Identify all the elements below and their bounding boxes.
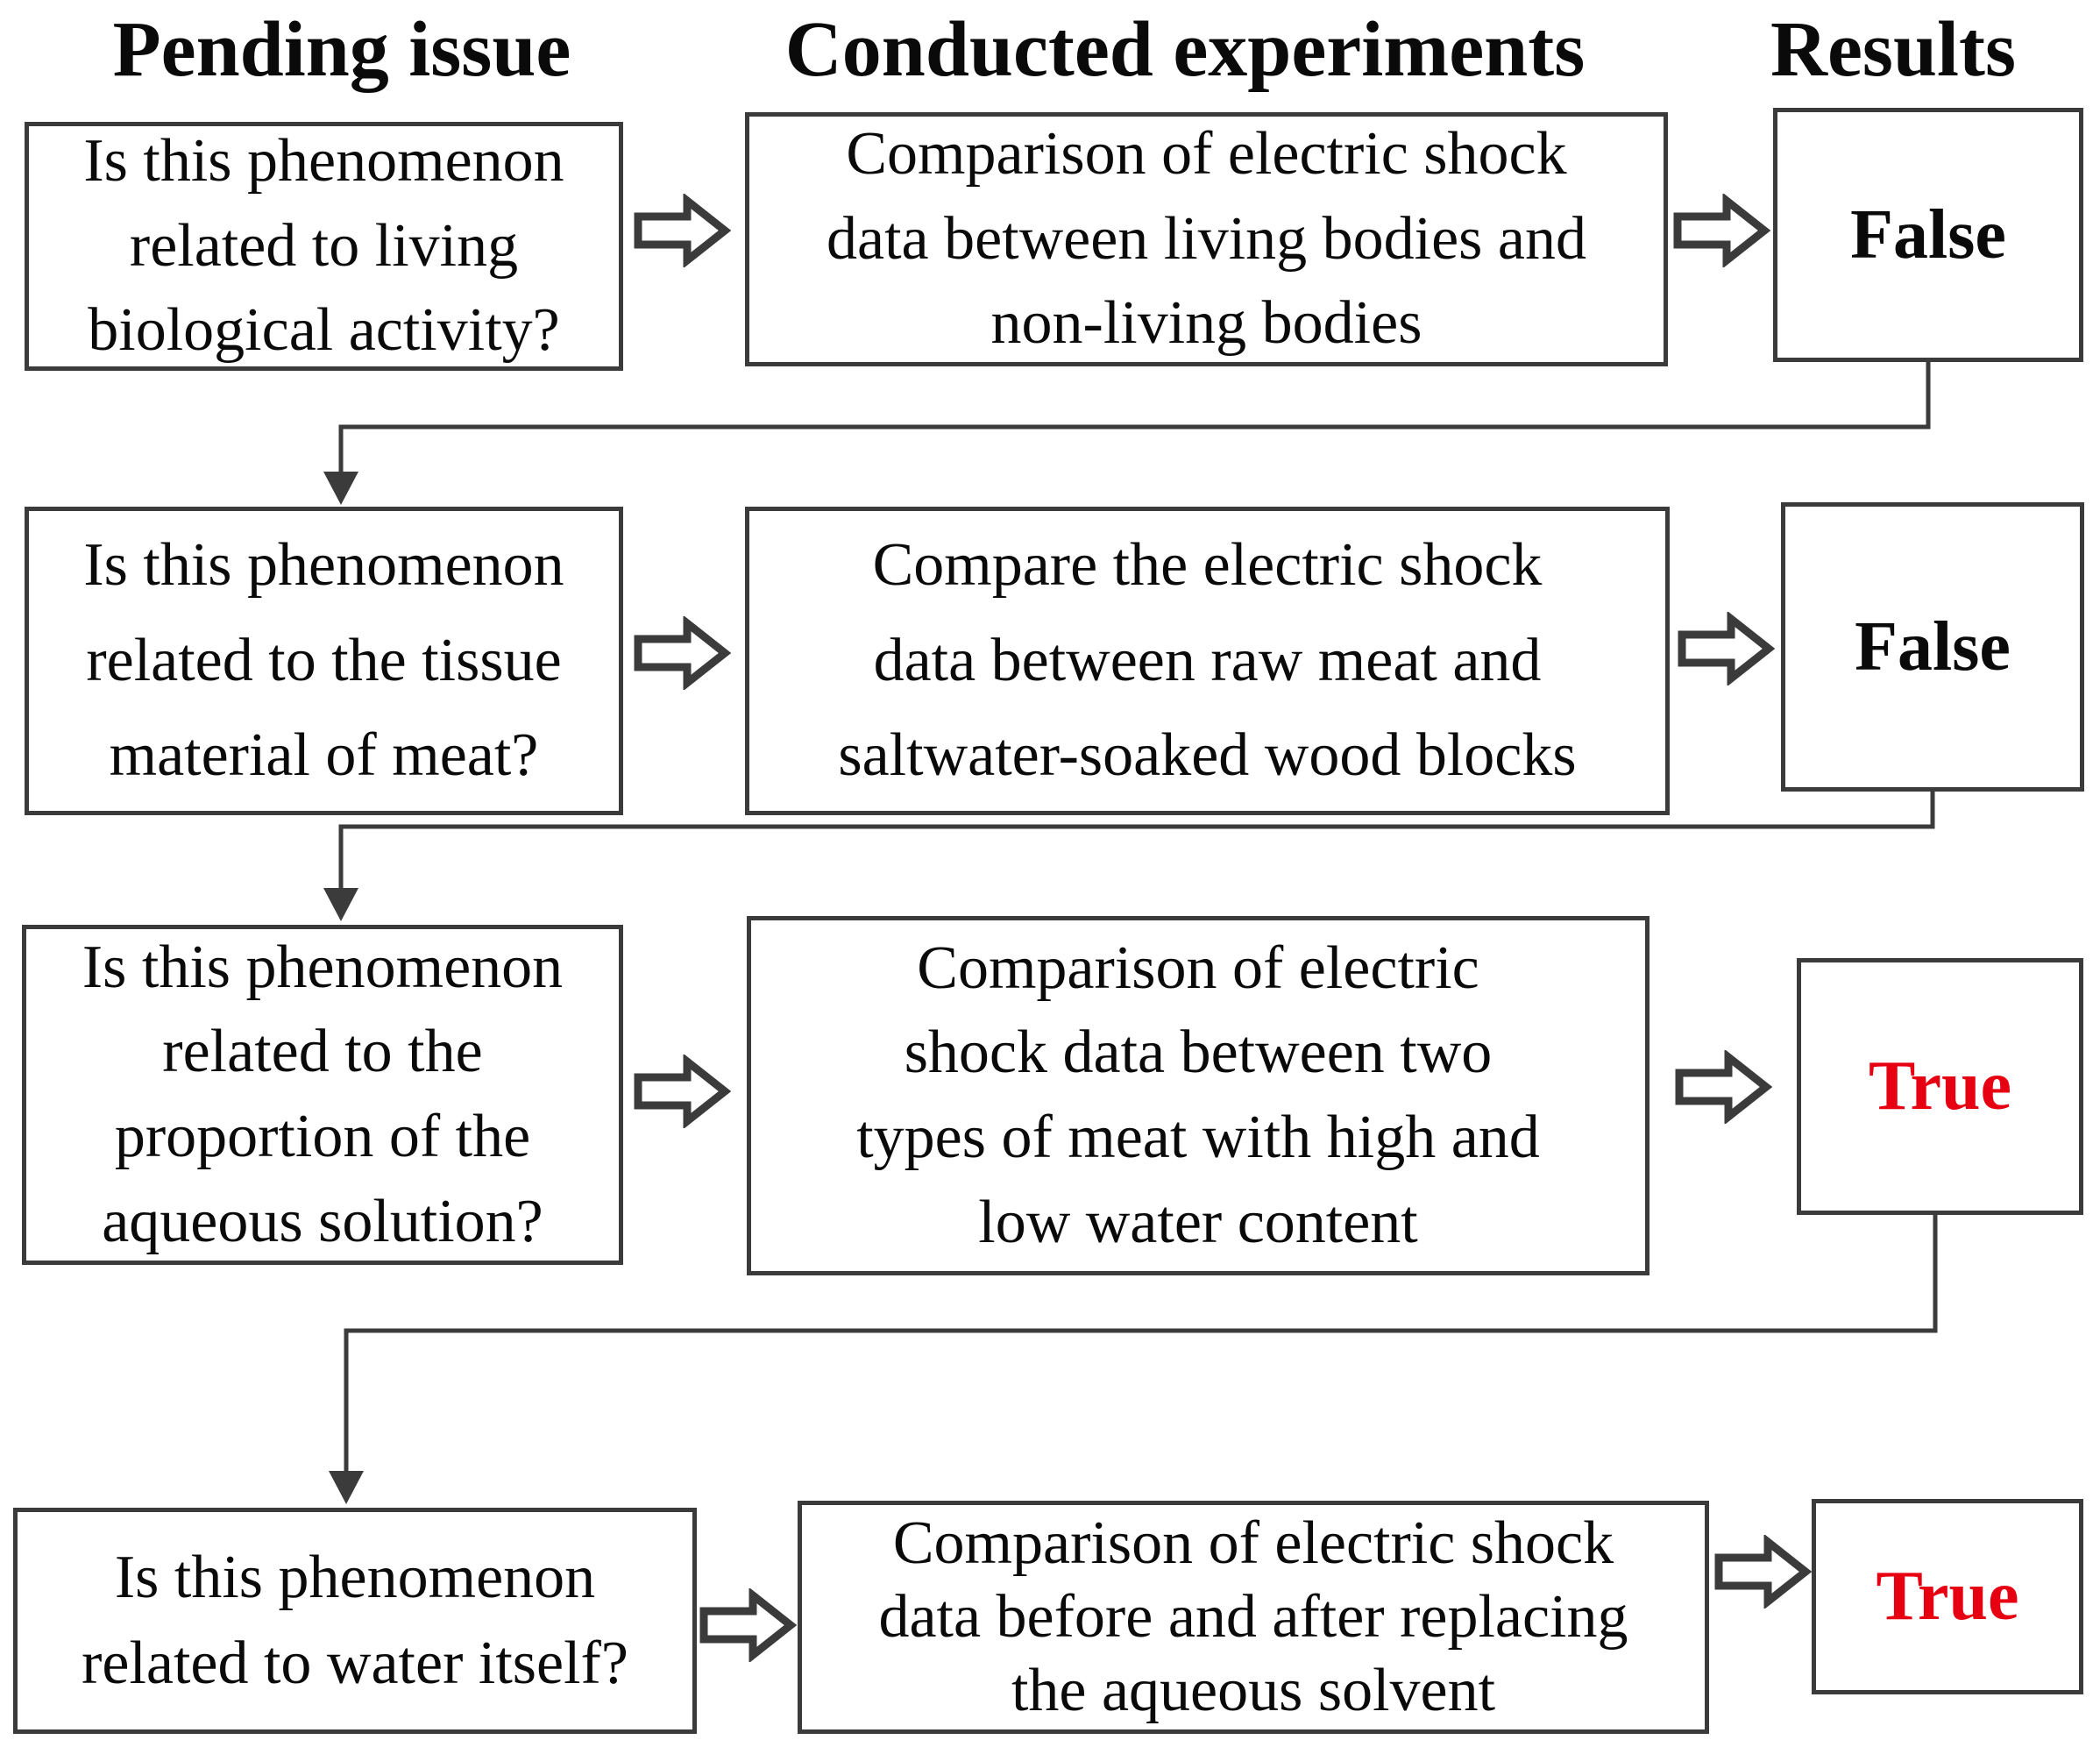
question-text: Is this phenomenon: [114, 1544, 596, 1611]
experiment-text: Compare the electric shock: [872, 531, 1543, 600]
question-text: proportion of the: [114, 1103, 531, 1170]
question-text: related to water itself?: [82, 1630, 628, 1697]
question-text: aqueous solution?: [102, 1187, 543, 1255]
connector-row2-to-row3: [323, 792, 1935, 921]
result-box-4: True: [1812, 1499, 2083, 1694]
question-text: related to the tissue: [86, 626, 562, 694]
question-text: biological activity?: [88, 296, 560, 365]
question-box-2: Is this phenomenon related to the tissue…: [25, 507, 623, 815]
experiment-text: types of meat with high and: [856, 1104, 1540, 1171]
right-block-arrow-icon: [1673, 194, 1770, 267]
down-arrowhead-icon: [329, 1471, 364, 1504]
right-block-arrow-icon: [1675, 1050, 1772, 1124]
experiment-text: Comparison of electric shock: [846, 120, 1567, 188]
column-header-results: Results: [1770, 6, 2017, 93]
experiment-text: Comparison of electric: [917, 934, 1479, 1002]
question-text: Is this phenomenon: [83, 127, 564, 195]
result-box-2: False: [1781, 502, 2084, 792]
connector-row3-to-row4: [329, 1215, 1938, 1504]
result-box-3: True: [1797, 958, 2083, 1215]
question-box-3: Is this phenomenon related to the propor…: [22, 925, 623, 1265]
question-box-1: Is this phenomenon related to living bio…: [25, 122, 623, 371]
result-text: False: [1855, 607, 2011, 685]
experiment-box-1: Comparison of electric shock data betwee…: [745, 112, 1668, 366]
right-block-arrow-icon: [634, 1055, 731, 1128]
question-text: Is this phenomenon: [82, 933, 564, 1001]
experiment-text: data between raw meat and: [873, 626, 1542, 694]
result-box-1: False: [1773, 108, 2083, 362]
result-text: True: [1869, 1048, 2011, 1126]
result-text: False: [1850, 195, 2006, 273]
experiment-text: non-living bodies: [990, 289, 1422, 358]
experiment-text: Comparison of electric shock: [892, 1509, 1614, 1577]
result-text: True: [1876, 1558, 2019, 1636]
experiment-box-4: Comparison of electric shock data before…: [798, 1501, 1709, 1734]
right-block-arrow-icon: [699, 1588, 797, 1662]
experiment-text: shock data between two: [904, 1019, 1493, 1087]
experiment-text: data between living bodies and: [827, 204, 1586, 273]
question-text: Is this phenomenon: [83, 531, 564, 600]
question-text: related to living: [129, 211, 519, 280]
question-text: related to the: [162, 1018, 483, 1086]
right-block-arrow-icon: [1714, 1535, 1812, 1609]
question-box-4: Is this phenomenon related to water itse…: [13, 1508, 697, 1734]
question-text: material of meat?: [109, 721, 539, 790]
column-header-pending-issue: Pending issue: [112, 6, 571, 93]
right-block-arrow-icon: [1678, 612, 1775, 685]
experiment-box-3: Comparison of electric shock data betwee…: [747, 916, 1649, 1275]
right-block-arrow-icon: [634, 616, 731, 690]
experiment-text: low water content: [978, 1188, 1418, 1256]
connector-row1-to-row2: [323, 362, 1931, 505]
down-arrowhead-icon: [323, 472, 358, 505]
experiment-text: data before and after replacing: [878, 1583, 1628, 1651]
right-block-arrow-icon: [634, 194, 731, 267]
experiment-text: saltwater-soaked wood blocks: [838, 721, 1577, 790]
experiment-box-2: Compare the electric shock data between …: [745, 507, 1670, 815]
column-header-conducted-experiments: Conducted experiments: [784, 6, 1586, 93]
down-arrowhead-icon: [323, 888, 358, 921]
experiment-text: the aqueous solvent: [1011, 1657, 1496, 1724]
